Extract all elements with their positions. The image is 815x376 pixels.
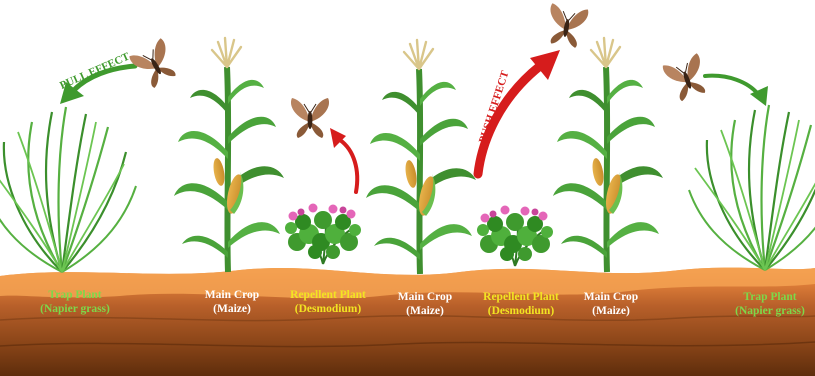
label-trap-plant-left: Trap Plant (Napier grass) <box>40 288 110 316</box>
moth-icon <box>291 98 329 138</box>
label-species: (Desmodium) <box>290 302 366 316</box>
napier-grass-right <box>689 105 815 270</box>
label-species: (Maize) <box>584 304 638 318</box>
label-main-crop-1: Main Crop (Maize) <box>205 288 259 316</box>
label-species: (Napier grass) <box>735 304 805 318</box>
label-repellent-plant-1: Repellent Plant (Desmodium) <box>290 288 366 316</box>
pull-effect-label: PULL EFFECT <box>58 50 132 92</box>
label-species: (Maize) <box>398 304 452 318</box>
napier-grass-left <box>0 107 136 272</box>
push-arrow-small <box>340 140 357 192</box>
label-name: Trap Plant <box>40 288 110 302</box>
label-name: Main Crop <box>398 290 452 304</box>
label-trap-plant-right: Trap Plant (Napier grass) <box>735 290 805 318</box>
label-species: (Desmodium) <box>483 304 559 318</box>
label-main-crop-2: Main Crop (Maize) <box>398 290 452 318</box>
desmodium-plant-2 <box>477 206 553 267</box>
maize-plant-2 <box>366 40 476 274</box>
label-name: Trap Plant <box>735 290 805 304</box>
maize-plant-3 <box>553 38 663 272</box>
maize-plant-1 <box>174 38 284 272</box>
label-name: Repellent Plant <box>290 288 366 302</box>
label-species: (Maize) <box>205 302 259 316</box>
label-species: (Napier grass) <box>40 302 110 316</box>
label-repellent-plant-2: Repellent Plant (Desmodium) <box>483 290 559 318</box>
label-name: Repellent Plant <box>483 290 559 304</box>
desmodium-plant-1 <box>285 204 361 265</box>
pull-arrow-right <box>705 76 758 94</box>
label-name: Main Crop <box>205 288 259 302</box>
moth-icon <box>544 3 588 49</box>
moth-icon <box>129 38 182 92</box>
moth-icon <box>662 53 711 104</box>
label-main-crop-3: Main Crop (Maize) <box>584 290 638 318</box>
label-name: Main Crop <box>584 290 638 304</box>
